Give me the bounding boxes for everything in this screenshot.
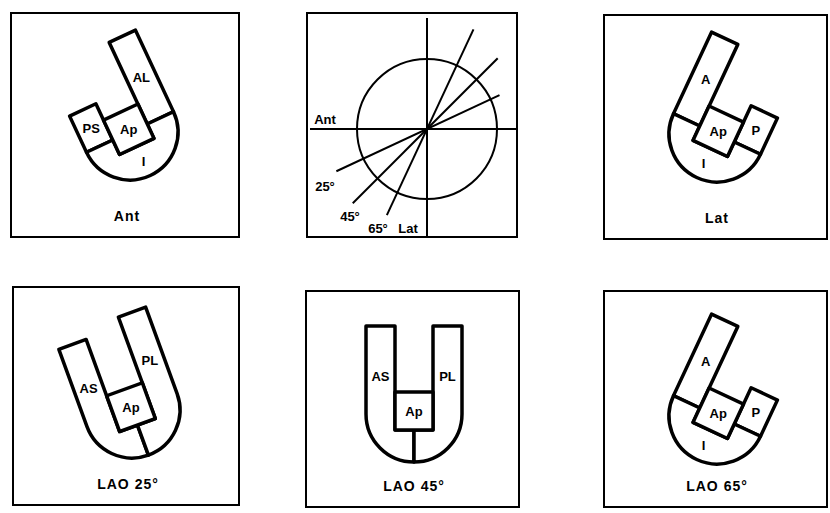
segment-label: PL [141,353,158,368]
wall-segment: AS [369,368,391,385]
angle-label: 25° [315,179,335,194]
angle-label: 45° [340,209,360,224]
segment-label: AS [371,369,389,384]
wall-segment: I [700,437,708,454]
panel-drawing [307,292,517,505]
segment-label: A [701,72,710,87]
view-caption: LAO 25° [97,477,159,492]
panel-drawing [605,292,825,505]
view-caption: LAO 45° [383,479,445,494]
segment-label: Ap [405,404,422,419]
view-panel: Lat A ApI P [603,14,828,240]
projection-line [336,95,499,171]
view-caption: LAO 65° [686,479,748,494]
segment-label: A [701,354,710,369]
wall-segment: Ap [403,403,424,420]
segment-label: P [751,123,760,138]
wall-segment: Ap [118,121,139,138]
wall-segment: AL [131,69,152,86]
segment-label: Ap [710,406,727,421]
segment-label: Ap [122,400,139,415]
wall-segment: P [749,404,762,421]
view-panel: LAO 25° AS Ap PL [12,286,240,506]
segment-outline [693,106,743,156]
heart-wall-drawing [653,314,798,480]
wall-segment: Ap [708,405,729,422]
wall-segment: I [140,153,148,170]
wall-segment: Ap [708,123,729,140]
wall-segment: AS [78,380,100,397]
angle-label: Lat [398,221,418,236]
heart-wall-drawing [48,30,193,196]
view-caption: Ant [114,209,140,224]
angle-label: 45° [340,209,360,224]
angle-label: Ant [314,112,336,127]
wall-segment: P [749,122,762,139]
panel-drawing [308,14,515,235]
panel-drawing [14,288,237,503]
segment-outline [395,392,433,430]
projection-line [310,128,516,130]
segment-label: Ap [120,122,137,137]
wall-segment: PL [139,352,160,369]
wall-segment: A [699,71,712,88]
view-caption: Lat [705,211,729,226]
angle-key-panel: Ant 25° 45° 65° Lat [306,12,518,238]
projection-line [387,29,474,215]
segment-label: PS [83,121,100,136]
segment-outline [107,383,156,432]
segment-label: Ap [710,124,727,139]
wall-segment: PS [81,120,102,137]
segment-label: I [702,156,706,171]
view-panel: LAO 45° AS Ap PL [305,290,520,508]
view-caption: Lat [705,211,729,226]
wall-segment: Ap [120,399,141,416]
wall-segment: I [700,155,708,172]
view-caption: Ant [114,209,140,224]
angle-label: Lat [398,221,418,236]
segment-label: AS [80,381,98,396]
segment-label: P [751,405,760,420]
view-caption: LAO 25° [97,477,159,492]
wall-segment: A [699,353,712,370]
segment-outline [101,307,194,455]
segment-label: AL [133,70,150,85]
angle-label: 65° [368,221,388,236]
heart-wall-drawing [366,326,462,462]
view-panel: LAO 65° A P ApI [603,290,828,508]
segment-label: PL [439,369,456,384]
angle-label: 65° [368,221,388,236]
wall-segment: PL [437,368,458,385]
segment-label: I [702,438,706,453]
view-caption: LAO 45° [383,479,445,494]
angle-label: Ant [314,112,336,127]
segment-outline [693,388,743,438]
segment-label: I [142,154,146,169]
view-panel: Ant AL PS ApI [10,12,240,238]
view-caption: LAO 65° [686,479,748,494]
angle-label: 25° [315,179,335,194]
segment-outline [103,104,153,154]
heart-wall-drawing [55,307,193,471]
heart-wall-drawing [653,32,798,198]
